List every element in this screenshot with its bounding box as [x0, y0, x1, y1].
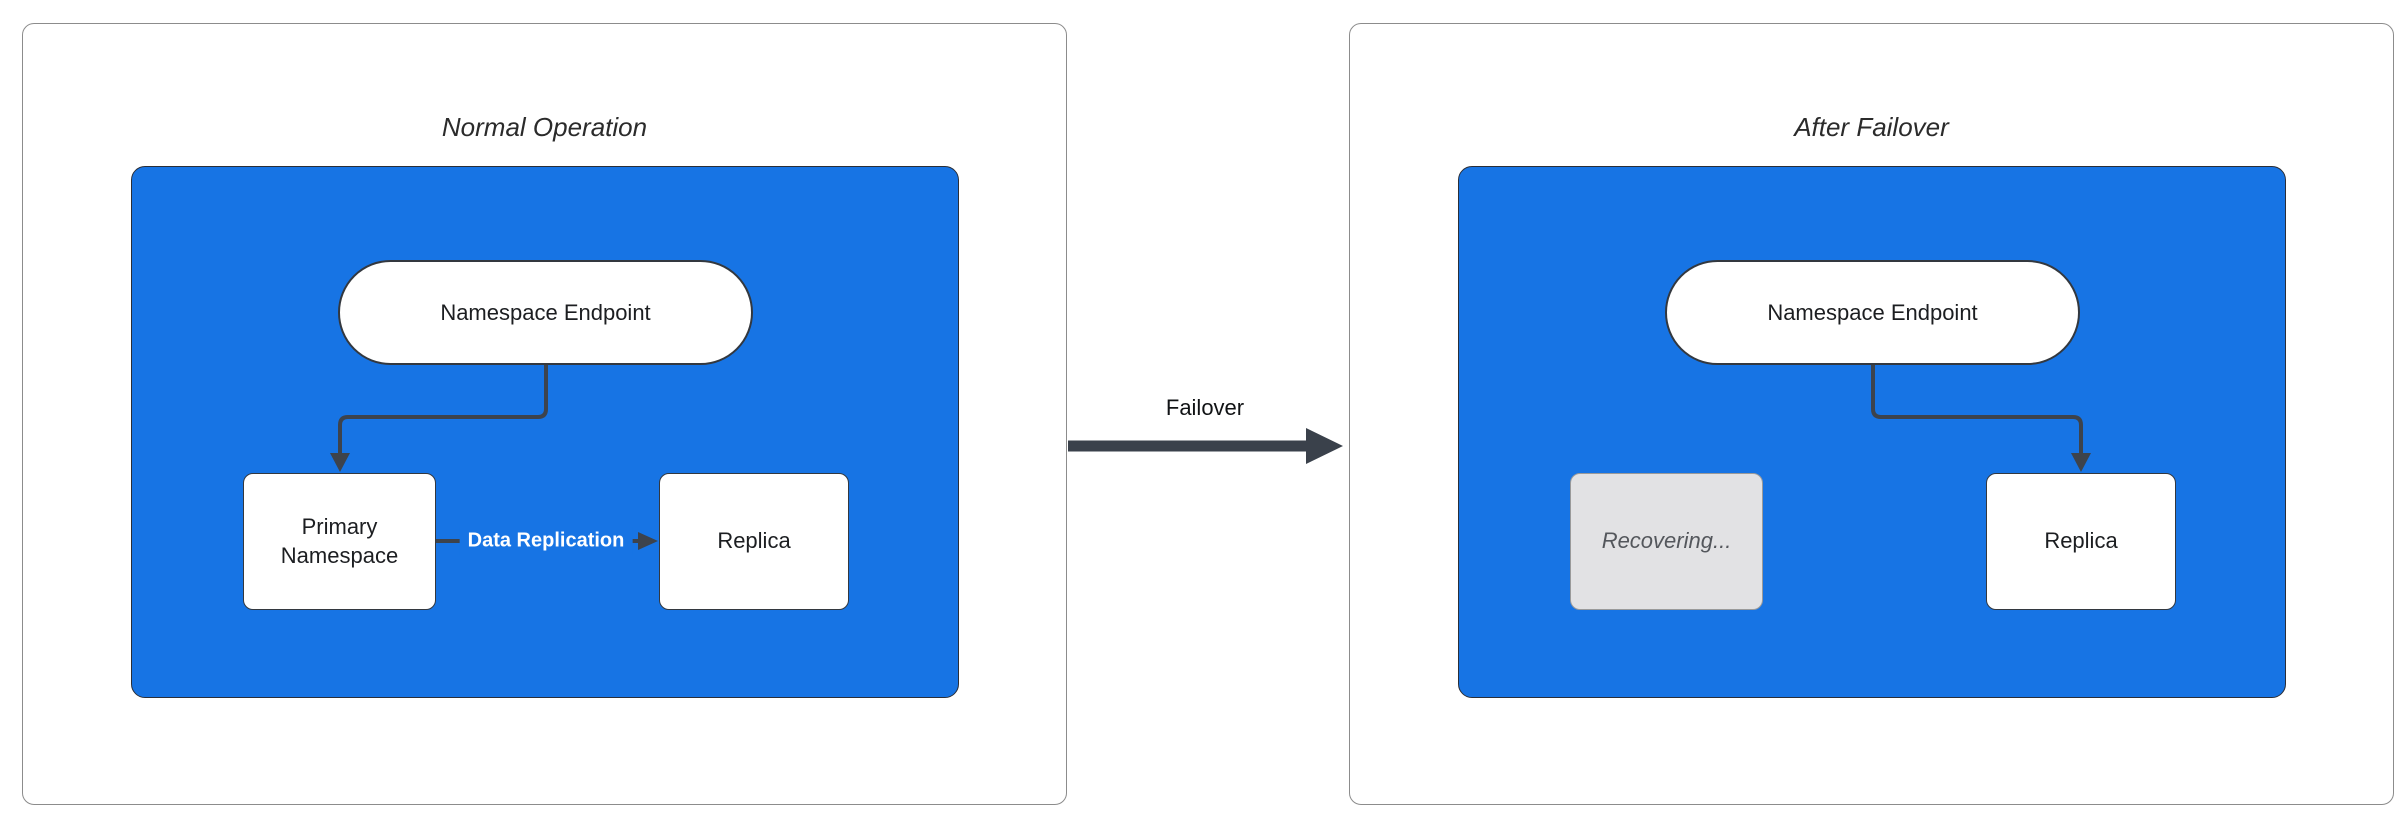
data-replication-label: Data Replication: [459, 526, 633, 556]
panel-normal-operation: Normal Operation Namespace Endpoint Prim…: [22, 23, 1067, 805]
panel-title-after-failover: After Failover: [1794, 112, 1949, 142]
container-normal-operation: Namespace Endpoint Primary Namespace Rep…: [131, 166, 959, 698]
container-after-failover: Namespace Endpoint Recovering... Replica: [1458, 166, 2286, 698]
failover-label: Failover: [1165, 395, 1245, 420]
panel-after-failover: After Failover Namespace Endpoint Recove…: [1349, 23, 2394, 805]
node-namespace-endpoint: Namespace Endpoint: [338, 260, 753, 365]
node-recovering: Recovering...: [1570, 473, 1763, 610]
node-replica: Replica: [1986, 473, 2176, 610]
node-replica: Replica: [659, 473, 849, 610]
panel-title-normal-operation: Normal Operation: [441, 112, 648, 142]
node-primary-namespace: Primary Namespace: [243, 473, 436, 610]
failover-arrow: [1068, 428, 1343, 464]
failover-transition: Failover: [1060, 395, 1360, 485]
node-namespace-endpoint: Namespace Endpoint: [1665, 260, 2080, 365]
endpoint-to-primary-arrow: [330, 365, 658, 550]
endpoint-to-replica-arrow: [1871, 365, 2091, 472]
